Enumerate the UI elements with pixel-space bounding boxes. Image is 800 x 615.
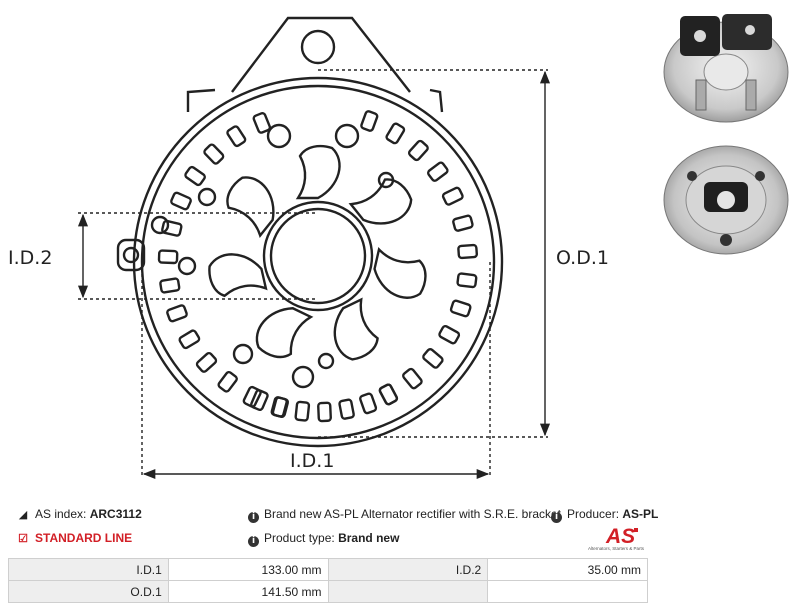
blade-slot	[295, 144, 341, 200]
vent-slot	[184, 165, 206, 187]
tag-icon: ◢	[18, 509, 28, 521]
vent-slot	[427, 161, 449, 182]
vent-slot	[157, 249, 179, 265]
product-type: i Product type: Brand new	[248, 531, 399, 547]
producer: i Producer: AS-PL	[551, 507, 658, 523]
vent-slot	[317, 401, 332, 423]
product-type-label: Product type:	[264, 531, 335, 545]
vent-slot	[456, 272, 478, 289]
product-photo-bottom	[663, 145, 789, 255]
standard-line: ☑ STANDARD LINE	[16, 531, 132, 546]
as-index-value: ARC3112	[89, 507, 142, 521]
vent-slot	[449, 299, 472, 318]
as-index-label: AS index:	[35, 507, 87, 521]
blade-slot	[348, 178, 413, 225]
vent-slot	[457, 243, 478, 260]
vent-slot	[242, 385, 262, 408]
spec-key: I.D.2	[327, 558, 489, 581]
vent-slot	[385, 122, 406, 145]
vent-slot	[360, 110, 379, 132]
spec-value: 35.00 mm	[487, 558, 648, 581]
blade-slot	[226, 176, 275, 238]
id2-label: I.D.2	[8, 247, 52, 269]
vent-slot	[226, 125, 247, 148]
vent-slot	[294, 400, 311, 422]
blade-slot	[255, 307, 314, 359]
id1-label: I.D.1	[290, 450, 334, 472]
table-row: I.D.1 133.00 mm I.D.2 35.00 mm	[8, 558, 648, 581]
vent-slot	[438, 324, 461, 345]
vent-slot	[441, 186, 464, 206]
vent-slot	[166, 304, 188, 323]
blade-slot	[373, 246, 427, 299]
blade-slot	[208, 253, 268, 298]
vent-slot	[250, 389, 269, 411]
vent-slot	[338, 398, 355, 420]
spec-key: I.D.1	[8, 558, 169, 581]
spec-value: 141.50 mm	[167, 580, 329, 603]
specs-table: I.D.1 133.00 mm I.D.2 35.00 mm O.D.1 141…	[8, 558, 648, 603]
vent-slot	[217, 371, 238, 393]
vent-slot	[159, 277, 181, 294]
product-photo-top	[663, 14, 789, 123]
vent-slot	[359, 392, 378, 415]
vent-slot	[271, 396, 290, 418]
spec-key: O.D.1	[8, 580, 169, 603]
od1-label: O.D.1	[556, 247, 609, 269]
spec-value	[487, 580, 648, 603]
vent-slot	[402, 367, 423, 390]
svg-text:AS: AS	[605, 525, 635, 546]
bracket-outline	[116, 16, 504, 448]
description-text: Brand new AS-PL Alternator rectifier wit…	[264, 507, 562, 521]
vent-slot	[195, 351, 218, 373]
vent-slot	[252, 112, 272, 134]
product-type-value: Brand new	[338, 531, 400, 545]
info-icon: i	[248, 536, 259, 547]
vent-slot	[422, 348, 444, 369]
info-icon: i	[248, 512, 259, 523]
vent-slot	[378, 383, 399, 406]
checkbox-icon: ☑	[18, 533, 28, 545]
dimension-lines	[77, 69, 551, 480]
vent-slot	[161, 219, 183, 237]
table-row: O.D.1 141.50 mm	[8, 580, 648, 603]
vent-slot	[407, 139, 429, 162]
standard-line-label: STANDARD LINE	[35, 531, 133, 545]
spec-value: 133.00 mm	[167, 558, 329, 581]
producer-label: Producer:	[567, 507, 620, 521]
vent-slot	[178, 329, 201, 350]
as-logo-mark: AS	[605, 525, 638, 548]
logo-tagline: Alternators, Starters & Parts	[588, 546, 645, 551]
spec-key	[327, 580, 489, 603]
producer-value: AS-PL	[622, 507, 659, 521]
vent-slot	[203, 143, 225, 165]
as-index: ◢ AS index: ARC3112	[16, 507, 142, 522]
blade-slot	[333, 297, 379, 361]
vent-slot	[452, 214, 474, 232]
info-icon: i	[551, 512, 562, 523]
bracket-technical-drawing: I.D.2 O.D.1 I.D.1	[8, 16, 609, 480]
vent-slot	[170, 191, 192, 211]
brand-logo: AS Alternators, Starters & Parts	[588, 524, 650, 554]
